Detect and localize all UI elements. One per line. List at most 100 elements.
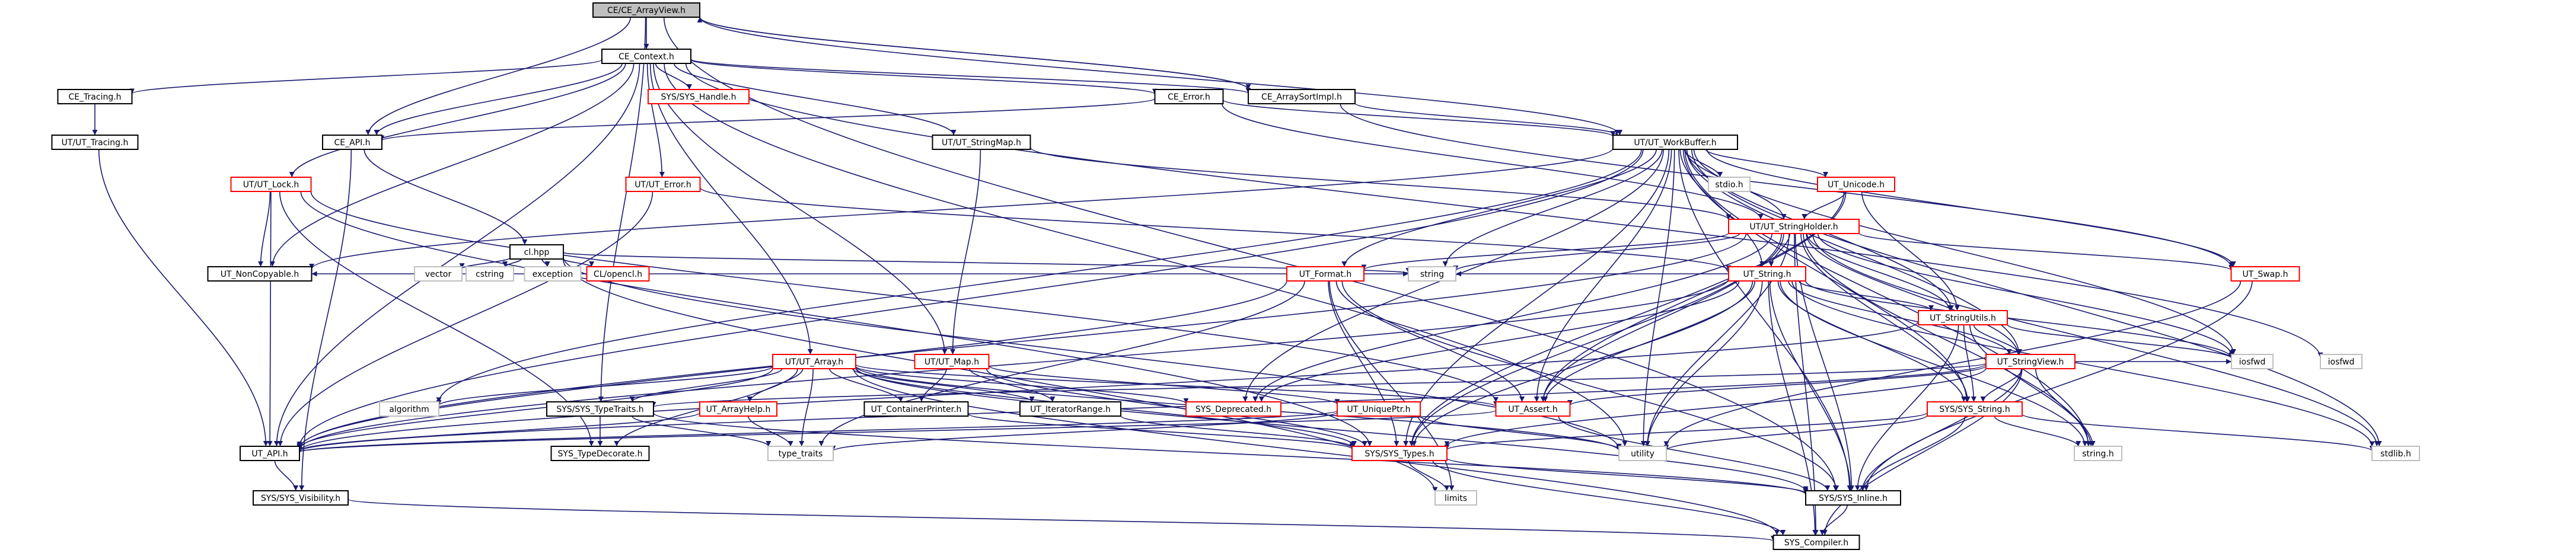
node-label: UT/UT_WorkBuffer.h xyxy=(1634,138,1716,148)
node-utassert[interactable]: UT_Assert.h xyxy=(1495,401,1571,417)
edge-workbuf-to-unicode xyxy=(1705,149,1828,178)
node-label: UT_String.h xyxy=(1743,270,1791,279)
edge-ceerror-to-ceapi xyxy=(379,98,1156,142)
edge-utstring-to-utapi xyxy=(297,278,1729,450)
edge-stringholder-to-utswap xyxy=(1858,232,2234,271)
edge-utformat-to-sysinline xyxy=(1341,280,1839,491)
edge-workbuf-to-sysinline xyxy=(1678,149,1853,491)
node-label: SYS/SYS_TypeTraits.h xyxy=(556,405,643,414)
node-box xyxy=(2074,446,2122,461)
node-workbuf[interactable]: UT/UT_WorkBuffer.h xyxy=(1612,135,1738,150)
edge-utformat-to-std_typetraits xyxy=(818,280,1305,447)
node-ceapi[interactable]: CE_API.h xyxy=(322,135,382,150)
edge-stringmap-to-stringholder xyxy=(1029,147,1732,220)
node-box xyxy=(1351,446,1448,461)
node-root[interactable]: CE/CE_ArrayView.h xyxy=(592,2,700,18)
edge-workbuf-to-utformat xyxy=(1341,149,1657,267)
node-sortimpl[interactable]: CE_ArraySortImpl.h xyxy=(1248,89,1356,104)
node-box xyxy=(1618,446,1667,461)
node-utformat[interactable]: UT_Format.h xyxy=(1286,266,1364,282)
node-box xyxy=(592,2,700,18)
edge-sysinline-to-compiler xyxy=(1819,504,1848,536)
edge-stringholder-to-strview xyxy=(1806,233,2021,355)
node-tracing[interactable]: CE_Tracing.h xyxy=(57,89,133,104)
node-label: UT/UT_Map.h xyxy=(924,357,979,367)
node-label: algorithm xyxy=(389,405,429,414)
node-label: UT/UT_Error.h xyxy=(635,180,691,190)
node-box xyxy=(1408,266,1456,282)
edge-uterror-to-utapi xyxy=(278,191,653,447)
node-strutils[interactable]: UT_StringUtils.h xyxy=(1918,310,2008,325)
node-systypes[interactable]: SYS/SYS_Types.h xyxy=(1351,446,1448,461)
edge-sysstring-to-utility xyxy=(1663,414,1928,451)
node-typetraits[interactable]: SYS/SYS_TypeTraits.h xyxy=(546,401,654,417)
node-utlock[interactable]: UT/UT_Lock.h xyxy=(230,177,312,192)
edge-root-to-workbuf xyxy=(699,17,1622,136)
edge-sysstring-to-sysinline xyxy=(1860,415,1966,491)
node-unicode[interactable]: UT_Unicode.h xyxy=(1817,177,1895,192)
node-label: SYS/SYS_String.h xyxy=(1939,405,2010,414)
edge-typetraits-to-std_typetraits xyxy=(632,415,771,447)
node-ctx[interactable]: CE_Context.h xyxy=(601,49,691,64)
node-label: UT_StringView.h xyxy=(1997,357,2064,367)
edge-unicode-to-strutils xyxy=(1861,191,1960,311)
edge-sortimpl-to-root xyxy=(697,17,1249,90)
edge-utassert-to-utapi xyxy=(297,410,1497,453)
node-deprecated[interactable]: SYS_Deprecated.h xyxy=(1185,401,1281,417)
node-contprinter[interactable]: UT_ContainerPrinter.h xyxy=(863,401,969,417)
node-vector: vector xyxy=(414,266,463,282)
node-utmap[interactable]: UT/UT_Map.h xyxy=(914,354,990,369)
node-utarray[interactable]: UT/UT_Array.h xyxy=(772,354,856,369)
node-label: exception xyxy=(533,270,573,279)
node-noncopy[interactable]: UT_NonCopyable.h xyxy=(207,266,313,282)
node-label: CE_API.h xyxy=(334,138,370,148)
node-box xyxy=(524,266,582,282)
node-box xyxy=(1495,401,1571,417)
node-visibility[interactable]: SYS/SYS_Visibility.h xyxy=(253,490,349,506)
node-iterrange[interactable]: UT_IteratorRange.h xyxy=(1019,401,1121,417)
edge-ctx-to-utarray xyxy=(649,63,813,355)
node-box xyxy=(379,401,439,417)
node-uterror[interactable]: UT/UT_Error.h xyxy=(625,177,701,192)
node-stringmap[interactable]: UT/UT_StringMap.h xyxy=(932,135,1031,150)
node-label: CE_ArraySortImpl.h xyxy=(1261,92,1342,102)
node-utswap[interactable]: UT_Swap.h xyxy=(2230,266,2300,282)
node-limits: limits xyxy=(1434,490,1477,506)
node-box xyxy=(914,354,990,369)
edge-utapi-to-visibility xyxy=(274,460,299,491)
node-syshandle[interactable]: SYS/SYS_Handle.h xyxy=(648,89,750,104)
node-compiler[interactable]: SYS_Compiler.h xyxy=(1772,535,1860,550)
node-strview[interactable]: UT_StringView.h xyxy=(1985,354,2076,369)
node-box xyxy=(414,266,463,282)
node-typedecorate[interactable]: SYS_TypeDecorate.h xyxy=(550,446,650,461)
node-uttracing[interactable]: UT/UT_Tracing.h xyxy=(51,135,139,150)
edge-ctx-to-ceerror xyxy=(690,59,1158,95)
node-arrayhelp[interactable]: UT_ArrayHelp.h xyxy=(699,401,777,417)
node-ceerror[interactable]: CE_Error.h xyxy=(1154,89,1224,104)
edge-utmap-to-systypes xyxy=(986,368,1367,447)
edge-utmap-to-uniqueptr xyxy=(988,365,1340,405)
edge-uterror-to-utstring xyxy=(699,187,1732,271)
node-box xyxy=(648,89,750,104)
edge-ctx-to-sortimpl xyxy=(690,58,1251,94)
node-box xyxy=(586,266,650,282)
edge-stringmap-to-utmap xyxy=(950,149,981,355)
node-utstring[interactable]: UT_String.h xyxy=(1728,266,1806,282)
edge-utlock-to-utapi xyxy=(267,191,273,447)
node-uniqueptr[interactable]: UT_UniquePtr.h xyxy=(1337,401,1421,417)
edge-sysstring-to-stringh xyxy=(1994,415,2081,447)
node-box xyxy=(1154,89,1224,104)
node-utapi[interactable]: UT_API.h xyxy=(240,446,300,461)
node-sysstring[interactable]: SYS/SYS_String.h xyxy=(1927,401,2023,417)
edge-systypes-to-sysinline xyxy=(1446,458,1809,494)
node-stringholder[interactable]: UT/UT_StringHolder.h xyxy=(1728,219,1860,234)
node-clopencl[interactable]: CL/opencl.h xyxy=(586,266,650,282)
node-clhpp[interactable]: cl.hpp xyxy=(509,244,564,260)
node-label: type_traits xyxy=(779,449,823,459)
edge-stringholder-to-iosfwd2 xyxy=(1817,233,2234,356)
edge-utstring-to-stdlib xyxy=(1791,280,2375,447)
node-sysinline[interactable]: SYS/SYS_Inline.h xyxy=(1805,490,1901,506)
node-label: SYS/SYS_Visibility.h xyxy=(261,494,340,503)
node-box xyxy=(1708,177,1751,192)
